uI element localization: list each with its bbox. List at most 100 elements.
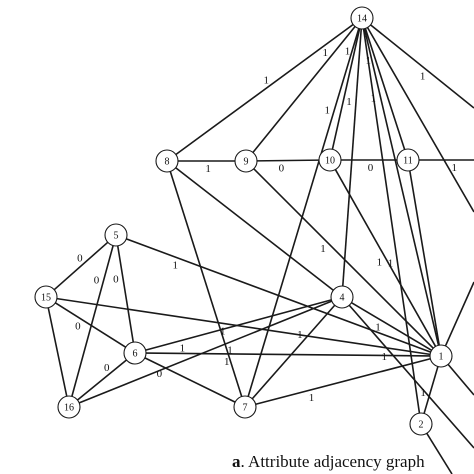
edge-weight-label: 1 (263, 75, 269, 87)
edge-8-4 (175, 167, 334, 291)
edge-weight-label: 0 (279, 163, 285, 175)
edge-5-16 (71, 245, 114, 397)
node-15: 15 (34, 285, 58, 309)
edge-14-4 (341, 28, 363, 287)
edge-weight-label: 1 (420, 387, 426, 399)
node-label: 2 (419, 420, 424, 431)
edge-weight-label: 0 (113, 274, 119, 286)
node-1: 1 (429, 344, 453, 368)
node-label: 15 (41, 293, 51, 304)
caption-text: . Attribute adjacency graph (240, 452, 425, 471)
edge-weight-label: 1 (324, 104, 330, 116)
edge-weight-label: 0 (94, 275, 100, 287)
node-label: 9 (244, 157, 249, 168)
edge-2-off-right-g (426, 432, 453, 474)
edge-weight-label: 1 (375, 322, 381, 334)
edge-14-7 (247, 28, 360, 397)
node-circle (123, 341, 147, 365)
node-label: 16 (64, 403, 74, 414)
edge-weight-label: 1 (205, 163, 211, 175)
node-4: 4 (330, 285, 354, 309)
node-label: 10 (325, 156, 335, 167)
node-label: 8 (165, 157, 170, 168)
node-circle (104, 223, 128, 247)
edge-14-1 (363, 28, 440, 346)
edge-14-off-right-a (370, 24, 474, 109)
edge-1-2 (423, 366, 439, 414)
edge-9-10 (256, 159, 320, 162)
node-11: 11 (396, 148, 420, 172)
node-circle (409, 412, 433, 436)
edge-5-15 (53, 241, 109, 291)
node-8: 8 (155, 149, 179, 173)
node-7: 7 (233, 395, 257, 419)
edge-weight-label: 1 (377, 256, 383, 268)
node-label: 4 (340, 293, 345, 304)
edge-1-off-right-f (447, 363, 474, 396)
edge-weight-label: 0 (104, 362, 110, 374)
edge-14-9 (252, 26, 356, 153)
node-6: 6 (123, 341, 147, 365)
edge-15-1 (56, 297, 431, 356)
node-circle (234, 149, 258, 173)
edge-weight-label: 1 (381, 351, 387, 363)
edge-4-1 (351, 301, 432, 352)
edge-weight-label: 0 (75, 320, 81, 332)
edge-14-8 (175, 23, 354, 156)
edge-10-1 (334, 169, 437, 347)
node-circle (396, 148, 420, 172)
edge-6-4 (145, 299, 332, 351)
edge-weight-label: 1 (173, 260, 179, 272)
edge-6-1 (145, 352, 431, 357)
edge-14-10 (331, 28, 361, 150)
edge-4-7 (251, 304, 336, 400)
node-label: 5 (114, 231, 119, 242)
edge-weight-label: 0 (77, 253, 83, 265)
edge-weight-label: 1 (224, 356, 230, 368)
edge-weight-label: 1 (371, 92, 377, 104)
edge-weight-label: 1 (388, 258, 394, 270)
node-circle (155, 149, 179, 173)
node-circle (429, 344, 453, 368)
edge-14-2 (362, 28, 421, 414)
node-label: 7 (243, 403, 248, 414)
edge-8-7 (169, 171, 243, 397)
edge-weight-label: 1 (220, 325, 226, 337)
node-16: 16 (57, 395, 81, 419)
edge-5-1 (126, 238, 431, 353)
edge-weight-label: 1 (322, 47, 328, 59)
edge-weight-label: 1 (346, 96, 352, 108)
edge-14-off-right-b (366, 27, 474, 213)
edge-6-7 (144, 357, 236, 403)
figure-caption: a. Attribute adjacency graph (232, 452, 425, 472)
node-circle (233, 395, 257, 419)
node-circle (318, 148, 342, 172)
edge-16-4 (78, 300, 333, 404)
edge-1-off-right-e (444, 281, 474, 347)
edge-5-6 (116, 245, 135, 343)
node-2: 2 (409, 412, 433, 436)
node-circle (330, 285, 354, 309)
node-circle (350, 6, 374, 30)
edge-6-16 (77, 359, 127, 401)
node-10: 10 (318, 148, 342, 172)
edge-weight-label: 1 (320, 243, 326, 255)
edge-weight-label: 0 (368, 162, 374, 174)
node-circle (57, 395, 81, 419)
edges-layer (47, 23, 474, 474)
node-circle (34, 285, 58, 309)
edge-weight-label: 1 (309, 392, 315, 404)
edge-weight-label: 1 (420, 71, 426, 83)
edge-weight-label: 1 (345, 46, 351, 58)
edge-4-off-right-d (348, 304, 474, 449)
edge-14-11 (364, 28, 406, 150)
node-label: 6 (133, 349, 138, 360)
edge-weight-label: 1 (297, 329, 303, 341)
edge-9-1 (253, 168, 434, 349)
edge-weight-label: 0 (157, 368, 163, 380)
edge-weight-label: 1 (227, 345, 233, 357)
edge-weight-label: 1 (365, 55, 371, 67)
node-14: 14 (350, 6, 374, 30)
